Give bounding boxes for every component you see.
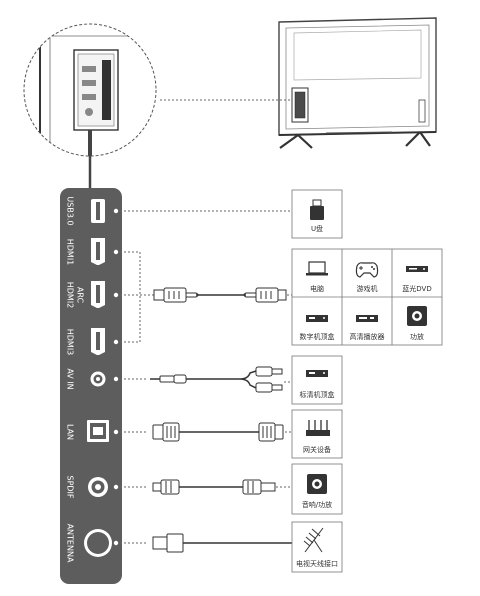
usb-port[interactable] — [91, 199, 105, 223]
amplifier-icon — [407, 306, 427, 326]
magnifier-detail — [23, 23, 157, 157]
tv-illustration — [278, 17, 437, 149]
port-label-hdmi1: HDMI1 — [66, 239, 75, 266]
port-dot-antenna — [113, 540, 119, 546]
port-label-hdmi2: HDMI2 — [66, 282, 75, 309]
device-label-tv-antenna: 电视天线接口 — [296, 559, 338, 568]
spdif-cable — [152, 479, 276, 495]
device-box-stb-sd: 标清机顶盒 — [291, 355, 343, 405]
port-label-antenna: ANTENNA — [66, 524, 75, 563]
port-label-spdif: SPDIF — [66, 475, 75, 498]
antenna-port[interactable] — [84, 529, 112, 557]
set-top-box-icon — [306, 370, 328, 377]
device-label-amplifier: 功放 — [410, 332, 424, 341]
device-label-hd-player: 高清播放器 — [350, 332, 385, 341]
set-top-box-icon — [306, 315, 328, 322]
hdmi1-port[interactable] — [91, 238, 105, 265]
spdif-port[interactable] — [88, 477, 108, 497]
port-label-arc: ARC — [76, 287, 85, 304]
port-dot-hdmi1 — [113, 249, 119, 255]
device-label-stb-sd: 标清机顶盒 — [300, 390, 335, 399]
hdmi2-port[interactable] — [91, 281, 105, 308]
bluray-player-icon — [406, 266, 428, 272]
port-label-av: AV IN — [66, 368, 75, 389]
port-dot-hdmi2 — [113, 292, 119, 298]
hd-player-icon — [356, 315, 378, 322]
device-box-audio-amp: 音响/功放 — [291, 463, 343, 515]
usb-drive-icon — [310, 199, 324, 220]
lan-cable — [152, 422, 284, 442]
av-in-port[interactable] — [90, 371, 106, 387]
device-label-udisk: U盘 — [311, 224, 323, 233]
device-grid-hdmi: 电脑 游戏机 蓝光DVD 数字机顶盒 高清播 — [291, 248, 443, 346]
antenna-cable — [152, 533, 292, 553]
hdmi-bracket — [120, 251, 155, 343]
router-icon — [306, 420, 330, 436]
antenna-icon — [303, 527, 324, 553]
port-label-hdmi3: HDMI3 — [66, 329, 75, 356]
device-box-gateway: 网关设备 — [291, 409, 343, 459]
device-label-gateway: 网关设备 — [303, 445, 331, 454]
device-label-computer: 电脑 — [310, 284, 324, 293]
gamepad-icon — [355, 262, 379, 278]
port-label-lan: LAN — [66, 424, 75, 440]
laptop-icon — [306, 261, 328, 276]
device-label-gamepad: 游戏机 — [357, 284, 378, 293]
speaker-icon — [307, 474, 327, 494]
device-label-stb-digital: 数字机顶盒 — [300, 332, 335, 341]
port-dot-hdmi3 — [113, 339, 119, 345]
device-label-audio-amp: 音响/功放 — [302, 500, 332, 509]
device-box-tv-antenna: 电视天线接口 — [291, 521, 343, 573]
port-dot-lan — [113, 429, 119, 435]
port-dot-usb — [113, 208, 119, 214]
av-cable — [150, 366, 283, 393]
port-label-usb: USB3.0 — [66, 196, 75, 225]
hdmi3-port[interactable] — [91, 328, 105, 355]
device-label-bluray: 蓝光DVD — [402, 284, 431, 293]
port-dot-av — [113, 376, 119, 382]
device-box-udisk: U盘 — [291, 189, 343, 239]
hdmi-cable — [153, 287, 287, 303]
lan-port[interactable] — [87, 420, 109, 442]
port-dot-spdif — [113, 484, 119, 490]
